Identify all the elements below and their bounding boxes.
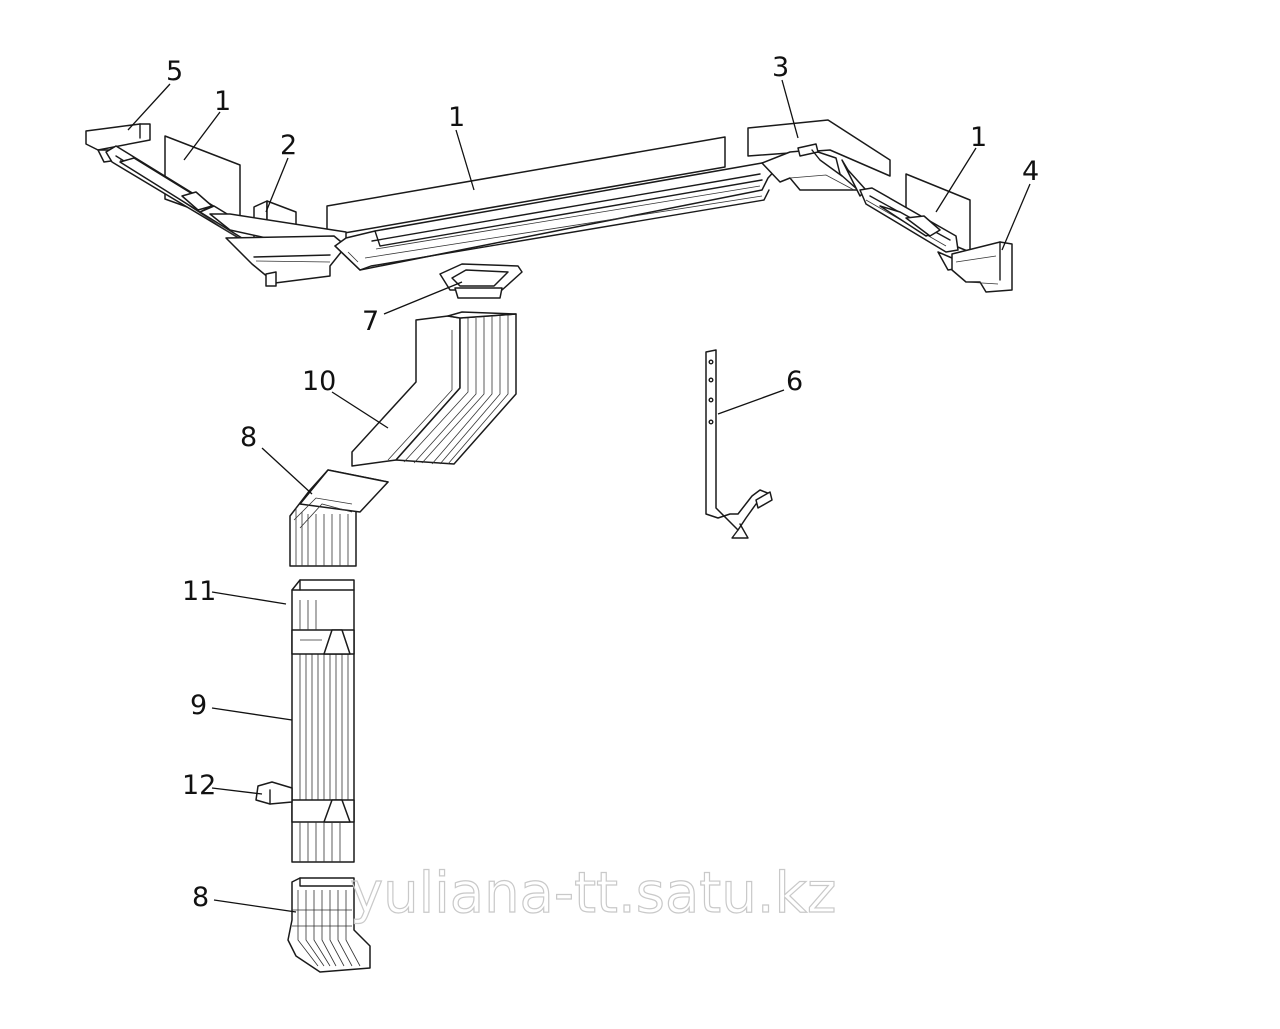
leader-12 — [211, 787, 263, 795]
callout-labels: 5 1 2 1 3 1 4 7 10 6 8 11 9 12 8 — [166, 52, 1039, 913]
callout-11: 11 — [182, 576, 216, 607]
callout-3: 3 — [772, 52, 789, 83]
leader-7 — [383, 281, 463, 315]
fascia-board-center — [326, 136, 726, 237]
leader-4 — [1001, 183, 1031, 251]
downpipe-offset — [351, 311, 517, 467]
fascia-board-corner — [747, 119, 891, 177]
leader-1c — [935, 147, 977, 213]
leader-5 — [127, 83, 171, 131]
callout-2: 2 — [280, 130, 297, 161]
leader-lines — [127, 79, 1031, 913]
gutter-outlet — [439, 263, 523, 299]
leader-11 — [211, 591, 287, 605]
pipe-bracket-lower — [291, 799, 355, 862]
callout-8-lower: 8 — [192, 882, 209, 913]
downpipe-elbow-lower — [287, 877, 371, 973]
callout-1-right: 1 — [970, 122, 987, 153]
leader-9 — [211, 707, 293, 721]
leader-1a — [183, 111, 221, 161]
callout-5: 5 — [166, 56, 183, 87]
pipe-wall-holder — [255, 781, 293, 805]
gutter-end-cap-right — [951, 241, 1013, 293]
downpipe-elbow-upper — [289, 469, 389, 567]
gutter-hook — [705, 349, 773, 539]
callout-10: 10 — [302, 366, 336, 397]
pipe-bracket-upper — [291, 600, 355, 655]
callout-8-upper: 8 — [240, 422, 257, 453]
leader-2 — [265, 157, 289, 213]
leader-3 — [781, 79, 799, 139]
callout-6: 6 — [786, 366, 803, 397]
leader-8b — [213, 899, 297, 913]
gutter-connector — [209, 200, 347, 287]
watermark: yuliana-tt.satu.kz — [349, 860, 837, 926]
gutter-right-segment — [859, 187, 961, 271]
callout-1-center: 1 — [448, 102, 465, 133]
callout-1-left: 1 — [214, 86, 231, 117]
leader-8a — [261, 447, 313, 495]
callout-7: 7 — [362, 306, 379, 337]
callout-12: 12 — [182, 770, 216, 801]
leader-10 — [331, 391, 389, 429]
callout-9: 9 — [190, 690, 207, 721]
leader-1b — [455, 129, 475, 191]
leader-6 — [717, 389, 785, 415]
gutter-center-segment — [334, 162, 780, 271]
callout-4: 4 — [1022, 156, 1039, 187]
watermark-text: yuliana-tt.satu.kz — [350, 861, 836, 926]
